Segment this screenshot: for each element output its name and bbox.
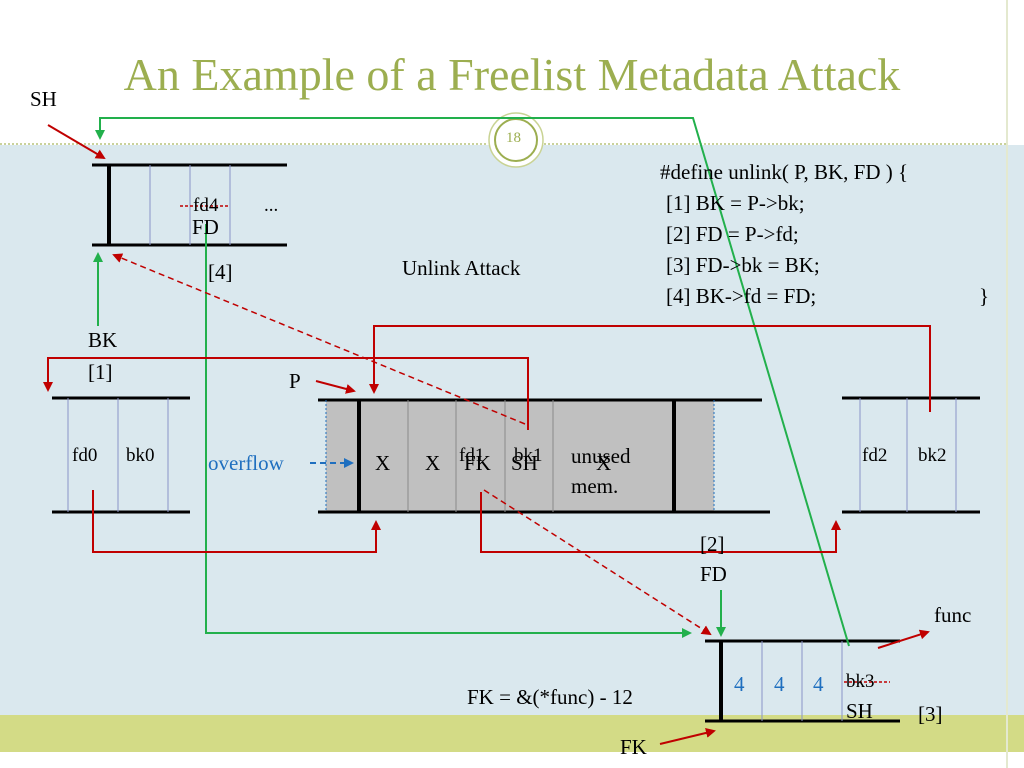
left-chunk [52,396,190,514]
unused-label: unused [571,444,631,468]
bk1-to-top-dashed [112,253,526,425]
bottom-chunk [705,639,900,723]
fd-to-bottom-arrow [205,224,692,638]
right-edge-line [1006,0,1008,768]
mem-label: mem. [571,474,619,498]
x-label-1: X [375,451,391,475]
bk2-to-middle-arrow [369,325,931,412]
fd1-label: fd1 [459,445,485,466]
right-chunk [842,396,980,514]
code-line-2: [2] FD = P->fd; [666,222,799,246]
step3-label: [3] [918,702,943,726]
fk-to-right-arrow [480,492,841,553]
step4-label: [4] [208,260,233,284]
four-label-3: 4 [813,672,824,696]
fk-to-bottom-dashed [483,489,712,636]
fd4-label: fd4 [193,195,219,216]
x-label-2: X [425,451,441,475]
slide-title: An Example of a Freelist Metadata Attack [123,49,901,100]
middle-chunk [318,398,770,514]
fk-bottom-arrow [659,728,716,745]
bk3-to-top-arrow [95,117,850,647]
unlink-attack-label: Unlink Attack [402,256,521,280]
sh-bottom-label: SH [846,699,873,723]
code-close-brace: } [979,284,990,308]
ellipsis-label: ... [264,195,279,216]
p-label: P [289,369,301,393]
code-line-0: #define unlink( P, BK, FD ) { [660,160,909,184]
x-label-3: X [596,451,612,475]
func-arrow [877,629,930,649]
top-chunk [92,163,287,247]
step1-label: [1] [88,360,113,384]
sh-mid-label: SH [511,451,538,475]
bk0-label: bk0 [126,445,155,466]
code-line-3: [3] FD->bk = BK; [666,253,820,277]
bk2-label: bk2 [918,445,947,466]
sh-label-top: SH [30,87,57,111]
bk1-to-left-arrow [43,357,529,430]
four-label-2: 4 [774,672,785,696]
page-number: 18 [506,130,521,146]
fd0-to-middle-arrow [92,490,381,553]
p-arrow [315,380,356,394]
step2-label: [2] [700,532,725,556]
code-line-4: [4] BK->fd = FD; [666,284,817,308]
bk3-label: bk3 [846,671,875,692]
title-separator [0,112,1006,168]
fk-bottom-label: FK [620,735,647,759]
code-line-1: [1] BK = P->bk; [666,191,805,215]
four-label-1: 4 [734,672,745,696]
fd2-label: fd2 [862,445,888,466]
fd-top-label: FD [192,215,219,239]
overflow-label: overflow [208,451,284,475]
func-label: func [934,603,972,627]
bk1-label: bk1 [514,445,543,466]
fk-mid-label: FK [464,451,491,475]
sh-arrow [47,124,106,160]
fd0-label: fd0 [72,445,98,466]
fk-equation: FK = &(*func) - 12 [467,685,633,709]
bk-label: BK [88,328,118,352]
fd-bottom-label: FD [700,562,727,586]
